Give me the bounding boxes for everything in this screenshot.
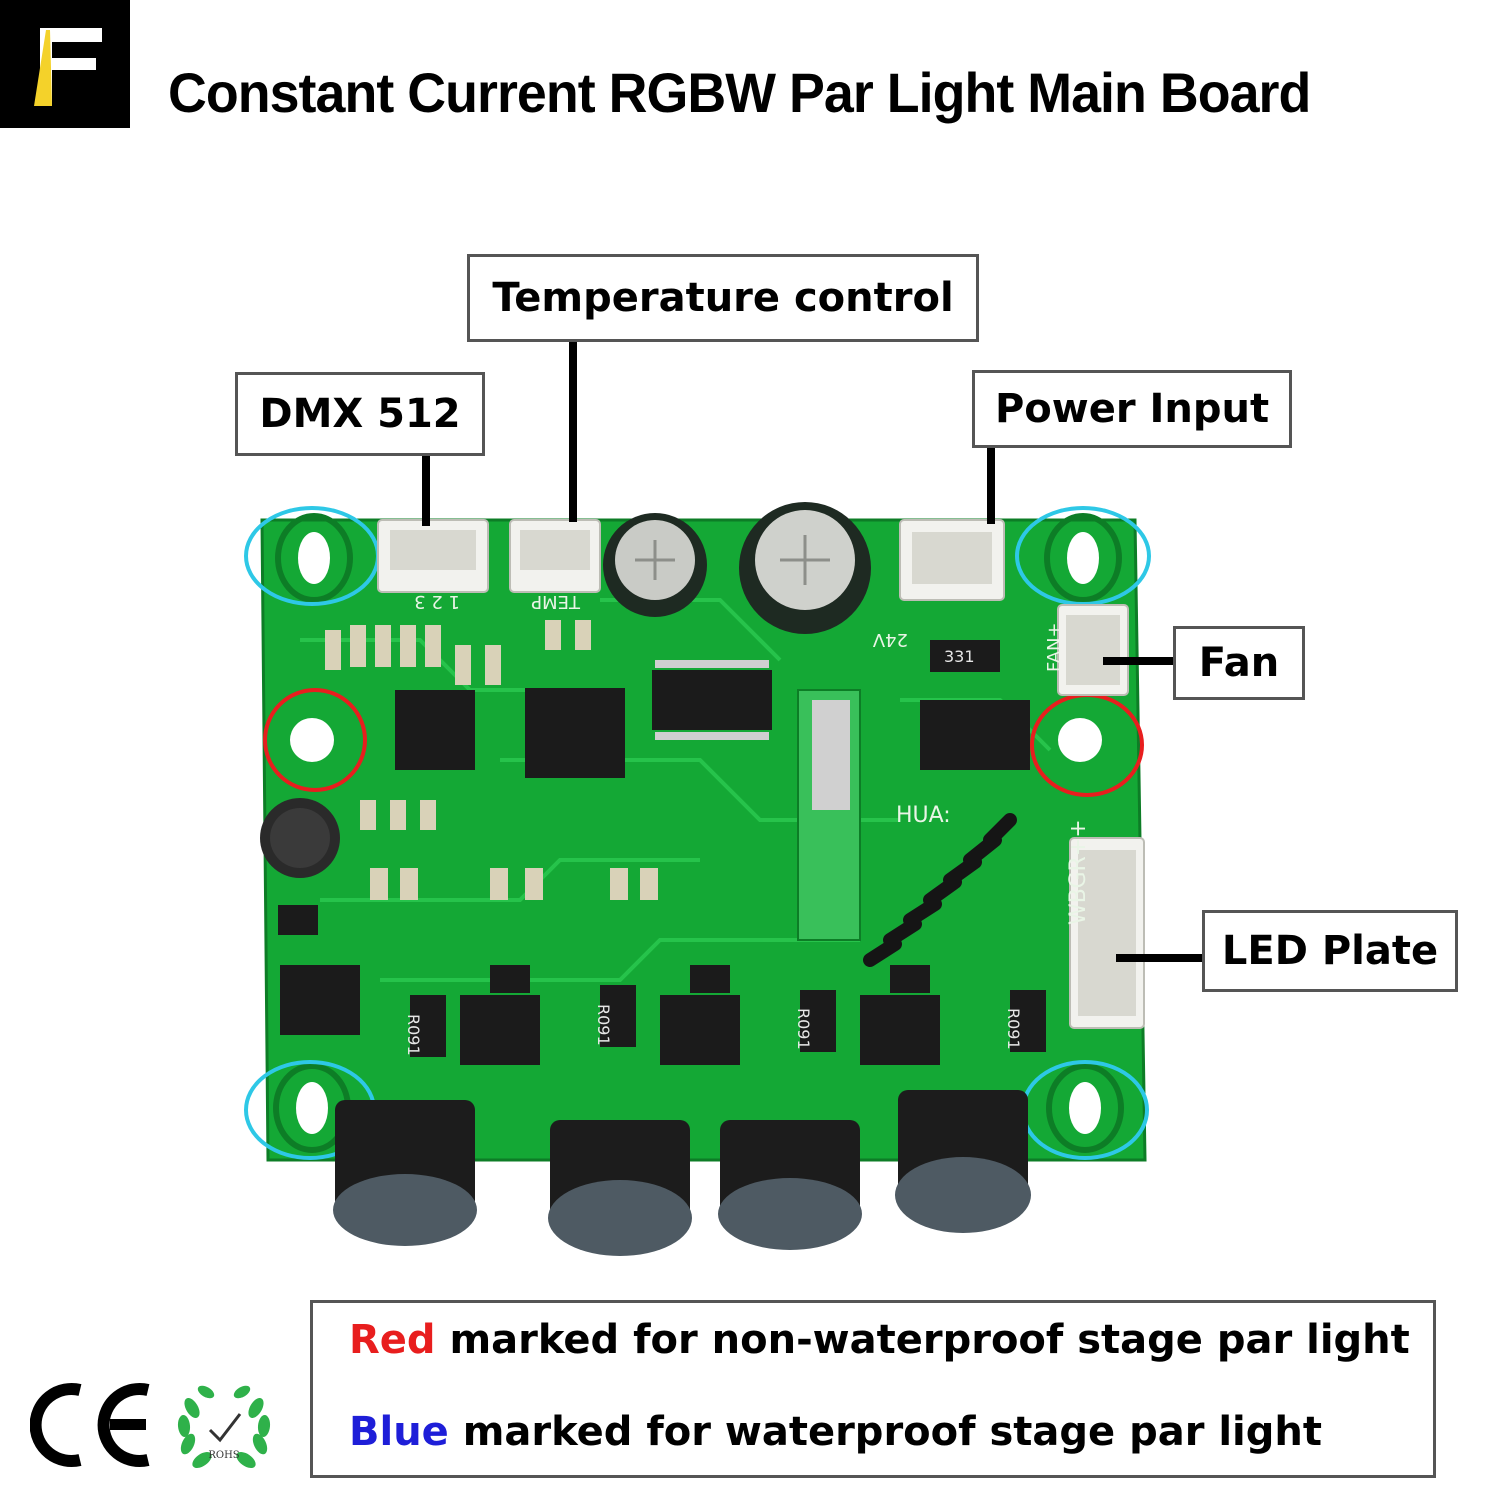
- ic-chip: [395, 690, 475, 770]
- resistor: [930, 640, 1000, 672]
- leader-line: [569, 342, 577, 522]
- rohs-text: ROHS: [208, 1450, 239, 1461]
- ce-mark-icon: [30, 1383, 150, 1467]
- silk-fan: FAN+: [1044, 622, 1065, 672]
- legend-blue-word: Blue: [349, 1409, 449, 1455]
- mosfet: [660, 995, 740, 1065]
- legend-red-line: Red marked for non-waterproof stage par …: [349, 1317, 1410, 1363]
- legend-red-text: marked for non-waterproof stage par ligh…: [435, 1317, 1410, 1363]
- silk-24v: 24V: [872, 629, 908, 650]
- shunt-resistors: [410, 985, 1046, 1057]
- callout-temperature-control: Temperature control: [467, 254, 979, 342]
- svg-text:R091: R091: [594, 1004, 613, 1046]
- callout-power-input: Power Input: [972, 370, 1292, 448]
- antenna-spring: [863, 813, 1017, 967]
- legend-blue-line: Blue marked for waterproof stage par lig…: [349, 1409, 1322, 1455]
- svg-text:R091: R091: [1004, 1008, 1023, 1050]
- rohs-mark-icon: ROHS: [177, 1385, 271, 1468]
- leader-line: [1103, 657, 1173, 665]
- f-logo-icon: [34, 28, 102, 106]
- page-title: Constant Current RGBW Par Light Main Boa…: [168, 61, 1311, 124]
- legend-red-word: Red: [349, 1317, 436, 1363]
- callout-led-plate: LED Plate: [1202, 910, 1458, 992]
- legend-box: Red marked for non-waterproof stage par …: [310, 1300, 1436, 1478]
- mounting-holes: [290, 532, 1102, 1134]
- callout-fan: Fan: [1173, 626, 1305, 700]
- silk-hua: HUA:: [896, 803, 951, 828]
- leader-line: [422, 456, 430, 526]
- silk-led: WBGR++: [1066, 819, 1091, 925]
- legend-blue-text: marked for waterproof stage par light: [448, 1409, 1322, 1455]
- inductors: [333, 1090, 1031, 1256]
- svg-text:R091: R091: [794, 1008, 813, 1050]
- mosfet: [860, 995, 940, 1065]
- callout-dmx-512: DMX 512: [235, 372, 485, 456]
- silk-331: 331: [944, 647, 975, 666]
- silk-dmx-pins: 1 2 3: [414, 591, 460, 612]
- mosfet: [280, 965, 360, 1035]
- silk-temp: TEMP: [531, 591, 581, 612]
- leader-line: [987, 448, 995, 524]
- mosfet: [460, 995, 540, 1065]
- red-marker: [263, 688, 367, 792]
- brand-logo: [0, 0, 130, 128]
- ic-chip: [652, 670, 772, 730]
- ic-chip: [525, 688, 625, 778]
- regulator: [920, 700, 1030, 770]
- leader-line: [1116, 954, 1202, 962]
- silk-r091: R091: [404, 1014, 423, 1056]
